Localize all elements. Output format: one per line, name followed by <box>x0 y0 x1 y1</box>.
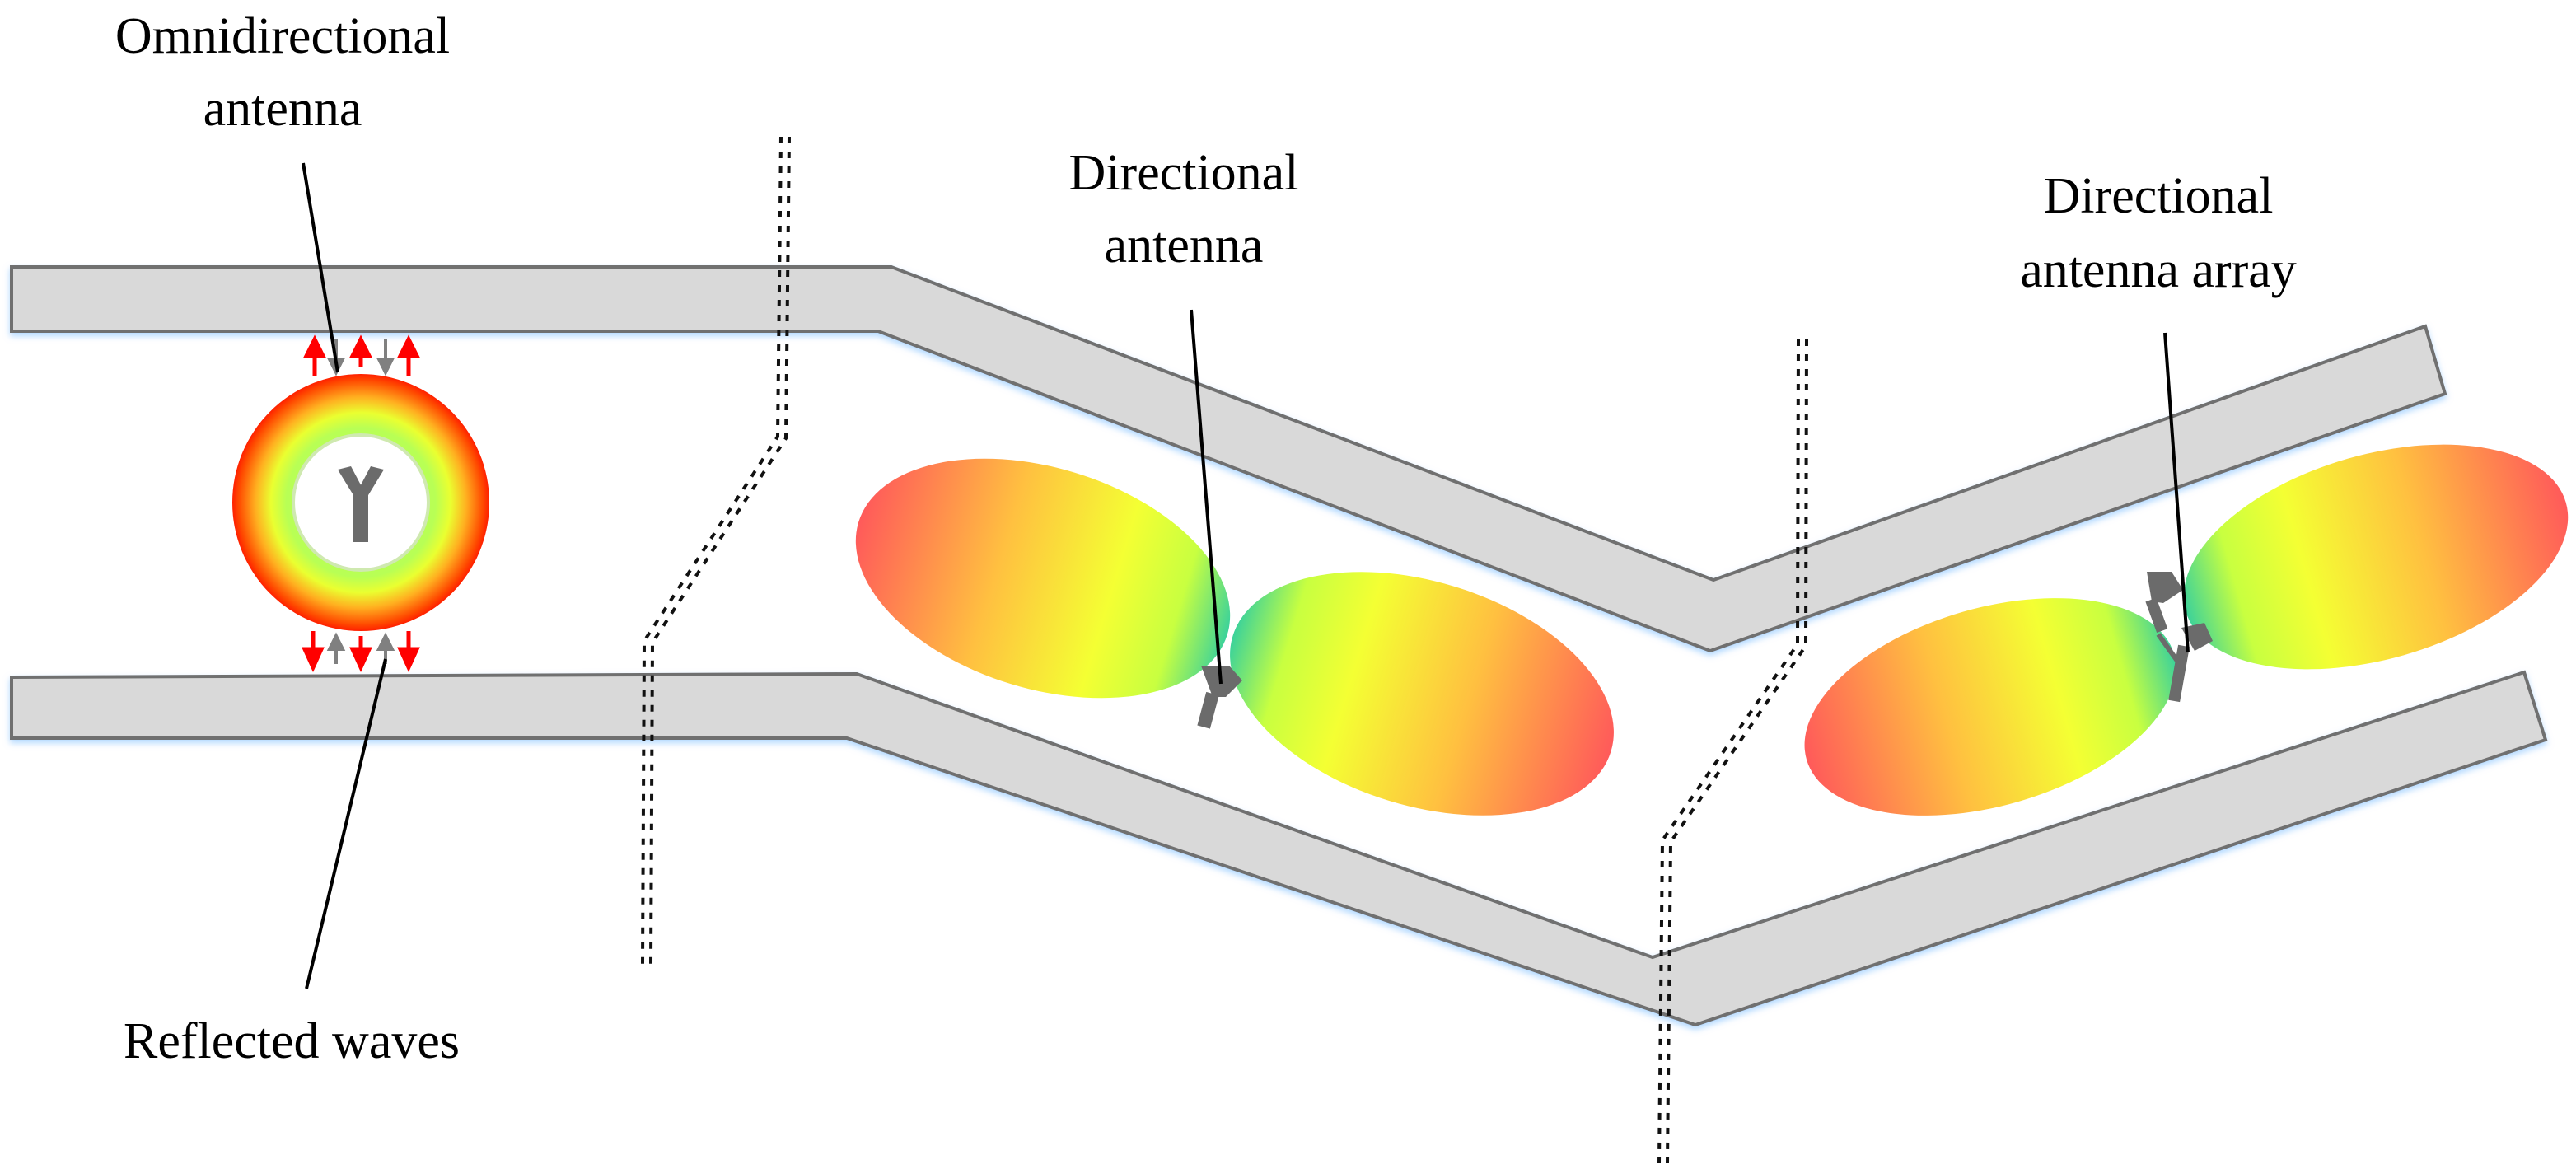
leader-reflected <box>305 658 387 989</box>
label-reflected: Reflected waves <box>124 1013 460 1069</box>
directional-lobe-right <box>1230 572 1614 816</box>
omni-antenna-icon <box>338 466 384 542</box>
directional-lobe-left <box>855 458 1231 699</box>
label-array-line1: Directional <box>2044 168 2274 224</box>
leader-array <box>2163 332 2190 653</box>
section-divider-right <box>1657 339 1808 1164</box>
label-omni-line1: Omnidirectional <box>115 8 450 64</box>
array-lobe-left <box>1804 598 2176 816</box>
array-lobe-right <box>2183 444 2569 670</box>
label-array-line2: antenna array <box>2020 242 2297 298</box>
label-directional-line1: Directional <box>1069 145 1299 201</box>
section-divider-left <box>641 136 791 965</box>
label-omni-line2: antenna <box>203 81 362 137</box>
tunnel-wall-upper-left <box>10 265 2447 653</box>
leader-directional <box>1190 309 1223 685</box>
tunnel-wall-lower <box>10 670 2548 1027</box>
label-directional-line2: antenna <box>1105 217 1264 274</box>
antenna-array-icon <box>2145 572 2213 703</box>
reflected-waves-bottom <box>302 631 420 673</box>
reflected-waves-top <box>302 334 421 376</box>
leader-omni <box>302 162 339 373</box>
